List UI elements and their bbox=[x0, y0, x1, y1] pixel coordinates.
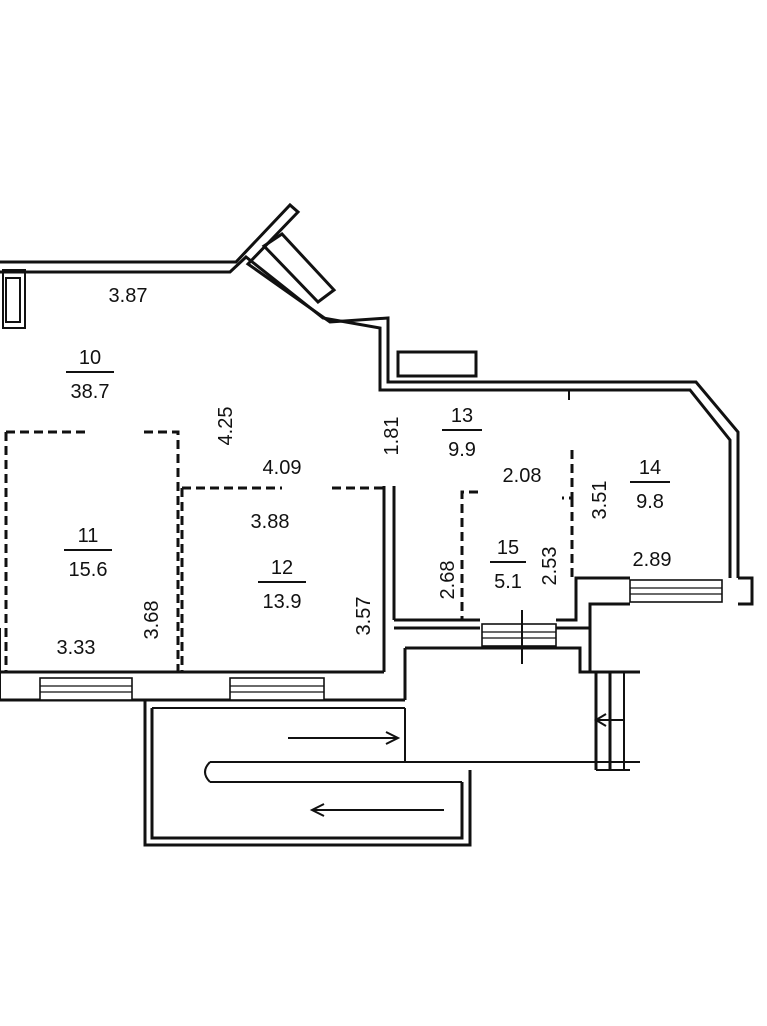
dimension-2-08: 2.08 bbox=[503, 465, 542, 487]
window-room-11 bbox=[39, 677, 133, 701]
windows bbox=[39, 579, 723, 701]
room-area: 9.9 bbox=[448, 439, 476, 461]
window-room-14 bbox=[629, 579, 723, 603]
room-15-label: 15 5.1 bbox=[490, 537, 526, 593]
dimension-1-81: 1.81 bbox=[381, 417, 403, 456]
interior-walls bbox=[4, 430, 574, 672]
room-number: 10 bbox=[79, 347, 101, 369]
dimension-3-33: 3.33 bbox=[57, 637, 96, 659]
dimension-2-53: 2.53 bbox=[539, 547, 561, 586]
dimension-3-88: 3.88 bbox=[251, 511, 290, 533]
room-number: 13 bbox=[451, 405, 473, 427]
room-10-label: 10 38.7 bbox=[66, 347, 114, 403]
dimension-3-87: 3.87 bbox=[109, 285, 148, 307]
room-14-label: 14 9.8 bbox=[630, 457, 670, 513]
arrows bbox=[288, 713, 624, 817]
room-number: 11 bbox=[78, 525, 99, 547]
room-12-label: 12 13.9 bbox=[258, 557, 306, 613]
room-number: 14 bbox=[639, 457, 661, 479]
room-area: 9.8 bbox=[636, 491, 664, 513]
dimension-2-68: 2.68 bbox=[437, 561, 459, 600]
room-area: 15.6 bbox=[69, 559, 108, 581]
window-room-15 bbox=[481, 610, 557, 664]
room-number: 12 bbox=[271, 557, 293, 579]
room-area: 38.7 bbox=[71, 381, 110, 403]
room-area: 13.9 bbox=[263, 591, 302, 613]
window-room-12 bbox=[229, 677, 325, 701]
dimension-4-25: 4.25 bbox=[215, 407, 237, 446]
dimension-4-09: 4.09 bbox=[263, 457, 302, 479]
arrow-left bbox=[309, 803, 444, 817]
room-area: 5.1 bbox=[494, 571, 522, 593]
room-number: 15 bbox=[497, 537, 519, 559]
dimension-2-89: 2.89 bbox=[633, 549, 672, 571]
dimension-labels: 3.87 4.25 4.09 1.81 3.88 2.08 3.51 3.68 … bbox=[57, 285, 672, 659]
dimension-3-68: 3.68 bbox=[141, 601, 163, 640]
arrow-up-left bbox=[594, 713, 624, 727]
arrow-right bbox=[288, 731, 401, 745]
dimension-3-57: 3.57 bbox=[353, 597, 375, 636]
room-11-label: 11 15.6 bbox=[64, 525, 112, 581]
dimension-3-51: 3.51 bbox=[589, 481, 611, 520]
room-13-label: 13 9.9 bbox=[442, 405, 482, 461]
